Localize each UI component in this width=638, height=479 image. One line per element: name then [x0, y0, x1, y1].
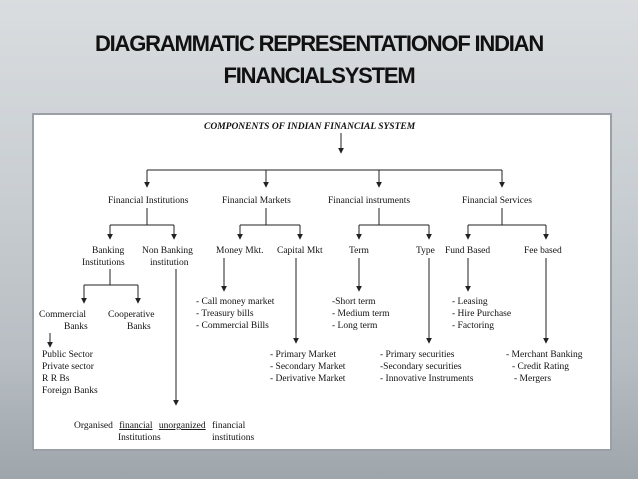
fee-item-merchant: - Merchant Banking — [506, 350, 583, 360]
financial-system-diagram: COMPONENTS OF INDIAN FINANCIAL SYSTEM Fi… — [39, 122, 583, 443]
bottom-institutions1: Institutions — [118, 433, 161, 443]
fee-item-mergers: - Mergers — [514, 374, 551, 384]
node-banking-line1: Banking — [92, 246, 124, 256]
type-item-secondary: -Secondary securities — [380, 362, 462, 372]
type-item-primary: - Primary securities — [380, 350, 455, 360]
capital-item-primary: - Primary Market — [270, 350, 336, 360]
node-fee-based: Fee based — [524, 246, 562, 256]
node-financial-instruments: Financial instruments — [328, 196, 410, 206]
term-item-long: - Long term — [332, 321, 378, 331]
bank-type-public: Public Sector — [42, 350, 94, 360]
node-cooperative-line2: Banks — [127, 322, 151, 332]
node-financial-institutions: Financial Institutions — [108, 196, 189, 206]
bottom-institutions2: institutions — [212, 433, 255, 443]
node-money-mkt: Money Mkt. — [216, 246, 264, 256]
bottom-financial2: financial — [212, 420, 246, 431]
node-financial-markets: Financial Markets — [222, 196, 291, 206]
money-item-call: - Call money market — [196, 297, 275, 307]
bottom-organised: Organised — [74, 421, 113, 431]
fee-item-credit: - Credit Rating — [512, 362, 569, 372]
node-capital-mkt: Capital Mkt — [277, 246, 323, 256]
node-nonbanking-line1: Non Banking — [142, 246, 193, 256]
bottom-unorganized: unorganized — [159, 421, 206, 431]
node-cooperative-line1: Cooperative — [108, 310, 154, 320]
bank-type-rrb: R R Bs — [42, 374, 70, 384]
node-fund-based: Fund Based — [445, 246, 490, 256]
bank-type-private: Private sector — [42, 362, 95, 372]
slide-title-line2: FINANCIALSYSTEM — [223, 63, 415, 88]
money-item-treasury: - Treasury bills — [196, 309, 254, 319]
diagram-panel: COMPONENTS OF INDIAN FINANCIAL SYSTEM Fi… — [32, 113, 612, 451]
bottom-financial: financial — [119, 420, 153, 431]
fund-item-hire: - Hire Purchase — [452, 309, 511, 319]
capital-item-derivative: - Derivative Market — [270, 374, 346, 384]
node-commercial-line2: Banks — [64, 322, 88, 332]
capital-item-secondary: - Secondary Market — [270, 362, 346, 372]
diagram-header: COMPONENTS OF INDIAN FINANCIAL SYSTEM — [204, 122, 416, 132]
node-nonbanking-line2: institution — [150, 258, 189, 268]
node-banking-line2: Institutions — [82, 258, 125, 268]
fund-item-leasing: - Leasing — [452, 297, 488, 307]
bank-type-foreign: Foreign Banks — [42, 386, 98, 396]
slide-title: DIAGRAMMATIC REPRESENTATIONOF INDIAN FIN… — [0, 28, 638, 92]
node-type: Type — [416, 246, 435, 256]
node-commercial-line1: Commercial — [39, 310, 86, 320]
money-item-commercial: - Commercial Bills — [196, 321, 269, 331]
term-item-medium: - Medium term — [332, 309, 390, 319]
node-financial-services: Financial Services — [462, 196, 532, 206]
slide-title-line1: DIAGRAMMATIC REPRESENTATIONOF INDIAN — [94, 31, 544, 56]
fund-item-factoring: - Factoring — [452, 321, 494, 331]
term-item-short: -Short term — [332, 297, 376, 307]
node-term: Term — [349, 246, 370, 256]
bottom-line1: Organised financial unorganized financia… — [74, 420, 246, 431]
type-item-innovative: - Innovative Instruments — [380, 374, 474, 384]
